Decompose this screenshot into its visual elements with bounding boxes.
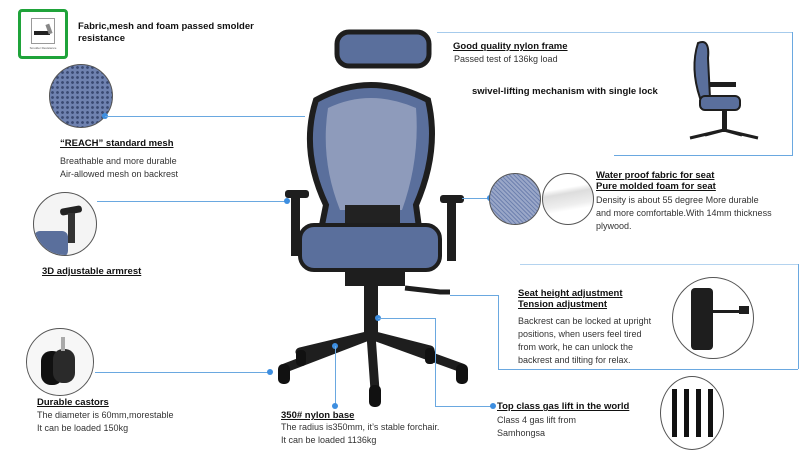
mechanism	[345, 270, 405, 286]
mechanism-desc: Backrest can be locked at upright positi…	[518, 315, 651, 367]
smolder-badge: Smolder Resistance	[18, 9, 68, 59]
gaslift-desc: Class 4 gas lift from Samhongsa	[497, 414, 576, 440]
mechanism-line: from work, he can unlock the	[518, 342, 634, 352]
gaslift-connector-b	[435, 318, 436, 406]
seat-line: and more comfortable.With 14mm thickness	[596, 208, 772, 218]
mechanism-title-2: Tension adjustment	[518, 299, 608, 310]
frame-box-right	[792, 32, 793, 156]
mechanism-box-bottom	[498, 369, 798, 370]
castors-desc: The diameter is 60mm,morestable It can b…	[37, 409, 174, 435]
gaslift-line: Samhongsa	[497, 428, 546, 438]
castors-line: The diameter is 60mm,morestable	[37, 410, 174, 420]
armrest-left-post	[291, 196, 300, 256]
seat-fabric-swatch	[489, 173, 541, 225]
lumbar	[345, 205, 400, 227]
mechanism-line: backrest and tilting for relax.	[518, 355, 631, 365]
seat-desc: Density is about 55 degree More durable …	[596, 194, 772, 233]
mesh-connector	[105, 116, 305, 117]
base-connector	[335, 346, 336, 406]
armrest-title: 3D adjustable armrest	[42, 266, 142, 277]
base-desc: The radius is350mm, it’s stable forchair…	[281, 421, 439, 447]
seat-line: plywood.	[596, 221, 632, 231]
mesh-desc: Breathable and more durable Air-allowed …	[60, 155, 178, 181]
headrest	[334, 29, 432, 69]
castor-photo	[26, 328, 94, 396]
base-line: The radius is350mm, it’s stable forchair…	[281, 422, 440, 432]
mechanism-photo	[672, 277, 754, 359]
mechanism-box-left	[498, 295, 499, 369]
base-title: 350# nylon base	[281, 410, 355, 421]
tension-lever	[404, 285, 450, 295]
side-view-chair-image	[689, 41, 759, 140]
seat-connector	[462, 198, 490, 199]
smolder-title: Fabric,mesh and foam passed smolder resi…	[78, 21, 254, 44]
castor-connector-dot	[267, 369, 273, 375]
seat-foam-photo	[542, 173, 594, 225]
mechanism-connector-a	[450, 295, 498, 296]
mechanism-line: Backrest can be locked at upright	[518, 316, 652, 326]
armrest-connector	[97, 201, 287, 202]
frame-desc: Passed test of 136kg load	[454, 54, 558, 64]
castors-line: It can be loaded 150kg	[37, 423, 129, 433]
gaslift-connector-end	[490, 403, 496, 409]
mesh-line: Air-allowed mesh on backrest	[60, 169, 179, 179]
gaslift-title: Top class gas lift in the world	[497, 401, 630, 412]
mesh-line: Breathable and more durable	[60, 156, 177, 166]
mechanism-title-1: Seat height adjustment	[518, 288, 623, 299]
gas-lift	[364, 285, 378, 340]
mechanism-line: positions, when users feel tired	[518, 329, 642, 339]
swivel-mechanism-note: swivel-lifting mechanism with single loc…	[472, 86, 658, 97]
frame-box-bottom	[614, 155, 793, 156]
frame-box-top	[437, 32, 793, 33]
gaslift-line: Class 4 gas lift from	[497, 415, 577, 425]
base-line: It can be loaded 1136kg	[281, 435, 377, 445]
gaslift-photo	[660, 376, 724, 450]
seat	[298, 223, 442, 272]
castor-wheels	[278, 348, 468, 407]
mechanism-box-right	[798, 264, 799, 369]
armrest-photo	[33, 192, 97, 256]
castors-title: Durable castors	[37, 397, 109, 408]
frame-title: Good quality nylon frame	[453, 41, 568, 52]
seat-title-2: Pure molded foam for seat	[596, 181, 716, 192]
armrest-right-post	[447, 201, 456, 261]
base-connector-end	[332, 403, 338, 409]
seat-line: Density is about 55 degree More durable	[596, 195, 759, 205]
backrest-mesh	[325, 98, 417, 210]
armrest-right	[440, 195, 464, 203]
smolder-icon-caption: Smolder Resistance	[29, 46, 57, 50]
mesh-title: “REACH” standard mesh	[60, 138, 174, 149]
gaslift-connector-c	[435, 406, 493, 407]
armrest-connector-dot	[284, 198, 290, 204]
seat-title-1: Water proof fabric for seat	[596, 170, 715, 181]
castor-connector	[95, 372, 270, 373]
mechanism-box-top	[520, 264, 798, 265]
gaslift-connector-a	[378, 318, 435, 319]
smolder-resistance-icon	[31, 18, 55, 44]
